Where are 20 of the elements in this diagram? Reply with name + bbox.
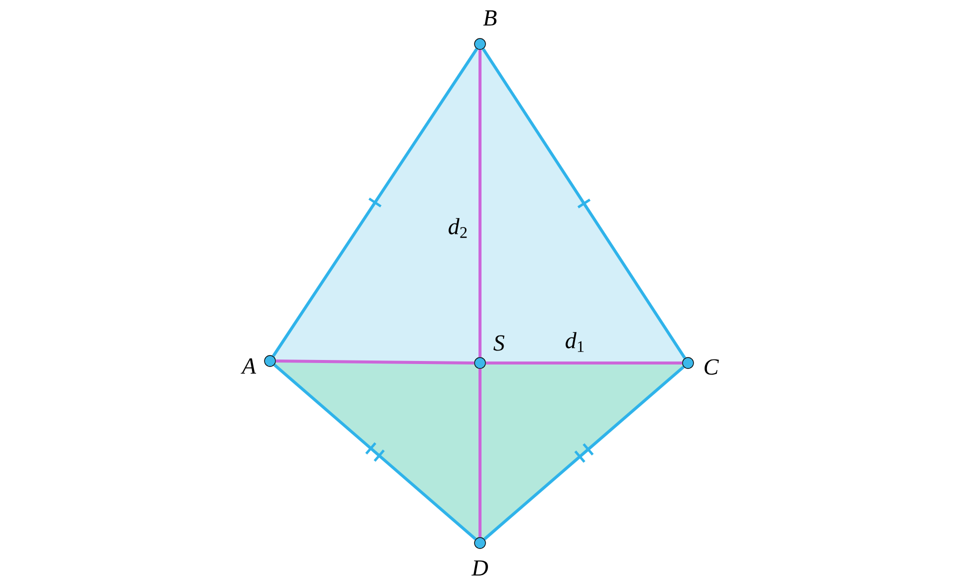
line-segment [272, 48, 478, 357]
point [264, 355, 276, 367]
line-segment [478, 368, 482, 538]
edge-label: d$_{2}$ [448, 218, 467, 238]
line-segment [483, 366, 685, 540]
point-label: A [240, 358, 256, 374]
line-segment [276, 360, 474, 364]
point-label: B [483, 10, 497, 26]
point [474, 357, 486, 369]
point [682, 357, 694, 369]
edge-label: d$_{1}$ [566, 332, 584, 352]
line-segment [478, 50, 482, 358]
line-segment [273, 364, 477, 540]
point [474, 537, 486, 549]
point [474, 38, 486, 50]
line-segment [486, 362, 682, 364]
line-segment [482, 48, 686, 359]
point-label: S [494, 335, 504, 351]
point-label: D [471, 560, 488, 576]
point-label: C [704, 359, 719, 375]
